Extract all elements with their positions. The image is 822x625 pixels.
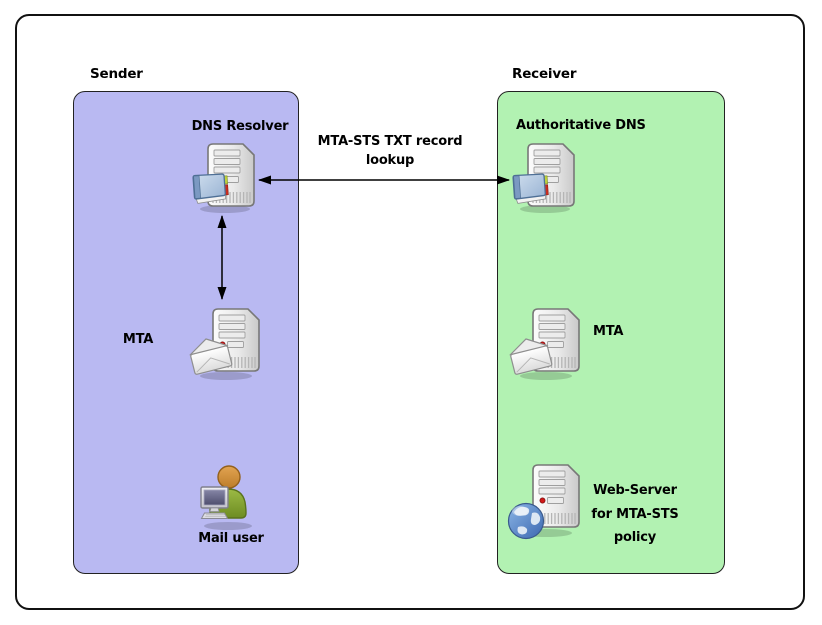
txt-lookup-arrow-label: MTA-STS TXT record lookup [300,132,480,170]
web-server-label-line3: policy [613,530,657,545]
web-server-label-line2: for MTA-STS [591,506,679,522]
txt-lookup-label-line2: lookup [365,153,415,168]
sender-group-box [73,91,299,574]
mail-server-icon [506,308,580,380]
dns-server-icon [512,143,575,213]
mail-server-icon [186,308,260,380]
receiver-mta-label: MTA [593,324,624,339]
dns-server-icon [192,143,255,213]
user-workstation-icon [200,465,252,530]
sender-mta-label: MTA [122,332,154,347]
dns-resolver-label: DNS Resolver [191,119,289,134]
receiver-group-label: Receiver [512,66,577,82]
web-server-label: Web-Server for MTA-STS policy [565,479,705,550]
mail-user-label: Mail user [198,531,264,546]
web-server-label-line1: Web-Server [593,483,677,498]
txt-lookup-label-line1: MTA-STS TXT record [317,134,463,149]
sender-group-label: Sender [90,66,143,82]
web-server-icon [507,464,580,540]
authoritative-dns-label: Authoritative DNS [516,118,646,133]
